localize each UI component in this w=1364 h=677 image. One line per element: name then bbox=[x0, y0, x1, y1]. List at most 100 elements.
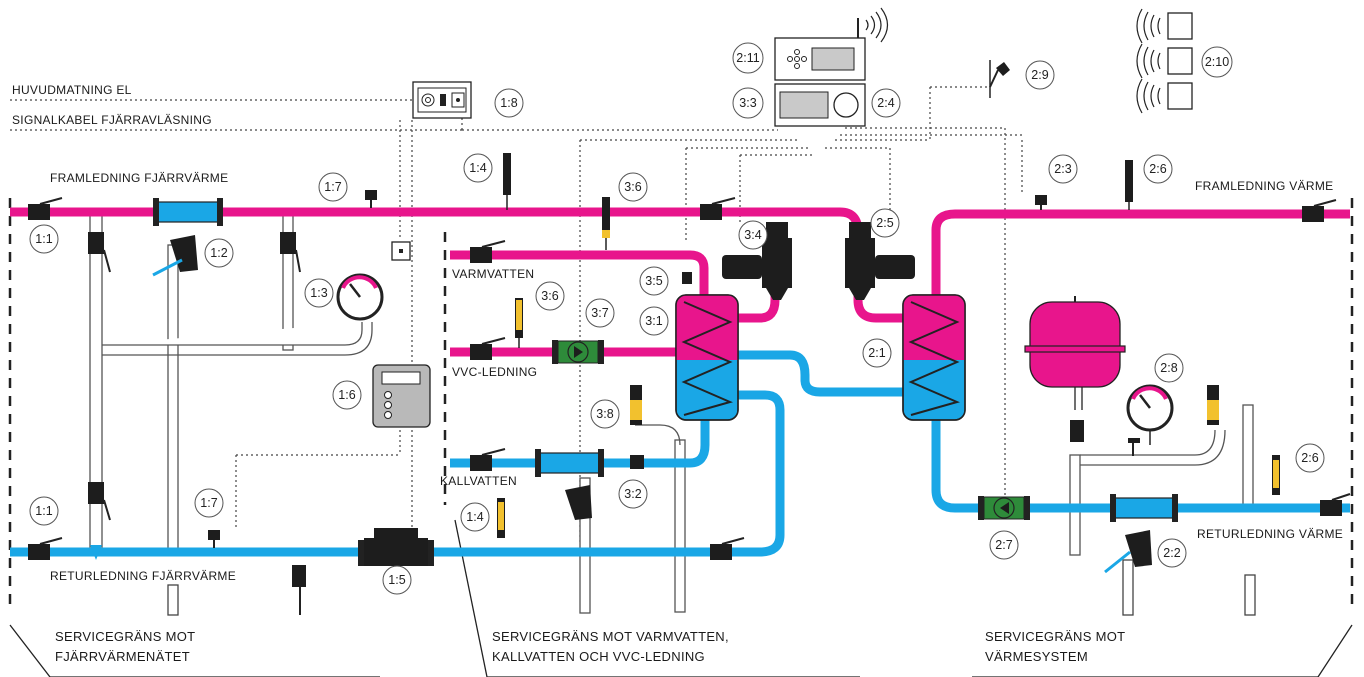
tag-1-1a: 1:1 bbox=[29, 224, 59, 254]
svg-text:1:6: 1:6 bbox=[338, 388, 355, 402]
strainer-3-2 bbox=[535, 449, 604, 520]
pump-3-7 bbox=[552, 340, 604, 364]
svg-text:1:2: 1:2 bbox=[210, 246, 227, 260]
label-framledning-varme: FRAMLEDNING VÄRME bbox=[1195, 179, 1333, 193]
svg-text:3:2: 3:2 bbox=[624, 487, 641, 501]
label-vvc: VVC-LEDNING bbox=[452, 365, 537, 379]
svg-text:1:4: 1:4 bbox=[466, 510, 483, 524]
tag-2-8: 2:8 bbox=[1154, 353, 1184, 383]
tag-2-10: 2:10 bbox=[1201, 46, 1233, 78]
text-labels: HUVUDMATNING EL SIGNALKABEL FJÄRRAVLÄSNI… bbox=[12, 83, 1343, 664]
label-framledning-fjarr: FRAMLEDNING FJÄRRVÄRME bbox=[50, 171, 228, 185]
pump-2-7 bbox=[978, 496, 1030, 520]
label-returledning-fjarr: RETURLEDNING FJÄRRVÄRME bbox=[50, 569, 236, 583]
svg-text:2:9: 2:9 bbox=[1031, 68, 1048, 82]
component-tags: 1:1 1:1 1:2 1:3 1:4 1:4 1:5 1:6 1:7 1:7 … bbox=[29, 42, 1325, 595]
tag-1-8: 1:8 bbox=[494, 88, 524, 118]
label-servicegrans-2b: KALLVATTEN OCH VVC-LEDNING bbox=[492, 649, 705, 664]
svg-text:2:6: 2:6 bbox=[1149, 162, 1166, 176]
tag-2-11: 2:11 bbox=[732, 42, 764, 74]
svg-text:3:4: 3:4 bbox=[744, 228, 761, 242]
strainer-2-2 bbox=[1104, 494, 1178, 574]
svg-text:1:5: 1:5 bbox=[388, 573, 405, 587]
tag-2-3: 2:3 bbox=[1048, 154, 1078, 184]
svg-text:1:1: 1:1 bbox=[35, 232, 52, 246]
junction-box bbox=[391, 241, 411, 261]
tag-3-2: 3:2 bbox=[618, 479, 648, 509]
svg-text:3:6: 3:6 bbox=[541, 289, 558, 303]
tag-1-4b: 1:4 bbox=[460, 502, 490, 532]
energy-meter-1-5 bbox=[358, 528, 434, 566]
label-servicegrans-3b: VÄRMESYSTEM bbox=[985, 649, 1088, 664]
tag-1-5: 1:5 bbox=[382, 565, 412, 595]
tag-2-4: 2:4 bbox=[871, 88, 901, 118]
tag-1-7a: 1:7 bbox=[318, 172, 348, 202]
signal-cables bbox=[10, 86, 1023, 545]
svg-text:1:3: 1:3 bbox=[310, 286, 327, 300]
tag-3-6a: 3:6 bbox=[618, 172, 648, 202]
tag-3-1: 3:1 bbox=[639, 306, 669, 336]
tag-3-6b: 3:6 bbox=[535, 281, 565, 311]
service-boundaries bbox=[8, 198, 1354, 677]
tag-3-4: 3:4 bbox=[738, 220, 768, 250]
svg-text:2:10: 2:10 bbox=[1205, 55, 1229, 69]
temperature-sensors bbox=[497, 153, 1280, 538]
tag-1-2: 1:2 bbox=[204, 238, 234, 268]
svg-text:3:1: 3:1 bbox=[645, 314, 662, 328]
svg-text:3:6: 3:6 bbox=[624, 180, 641, 194]
svg-text:2:4: 2:4 bbox=[877, 96, 894, 110]
tag-3-3: 3:3 bbox=[732, 87, 764, 119]
meter-controller-1-6 bbox=[372, 364, 431, 428]
svg-text:3:3: 3:3 bbox=[739, 96, 756, 110]
tag-2-9: 2:9 bbox=[1025, 60, 1055, 90]
svg-text:1:4: 1:4 bbox=[469, 161, 486, 175]
label-huvudmatning: HUVUDMATNING EL bbox=[12, 83, 132, 97]
control-valve-2-5 bbox=[845, 222, 915, 300]
tag-3-5: 3:5 bbox=[639, 266, 669, 296]
svg-text:2:6: 2:6 bbox=[1301, 451, 1318, 465]
tag-1-6: 1:6 bbox=[332, 380, 362, 410]
tag-2-1: 2:1 bbox=[862, 338, 892, 368]
shutoff-valves bbox=[28, 190, 1351, 615]
room-sensors-2-10 bbox=[1136, 8, 1193, 114]
svg-text:2:3: 2:3 bbox=[1054, 162, 1071, 176]
power-outlet-1-8 bbox=[412, 81, 472, 119]
tag-3-7: 3:7 bbox=[585, 298, 615, 328]
outdoor-sensor-2-9 bbox=[989, 60, 1010, 98]
tag-2-6a: 2:6 bbox=[1143, 154, 1173, 184]
svg-text:3:8: 3:8 bbox=[596, 407, 613, 421]
label-servicegrans-1a: SERVICEGRÄNS MOT bbox=[55, 629, 195, 644]
expansion-vessel bbox=[1024, 296, 1126, 410]
pressure-gauge-2-8 bbox=[1126, 384, 1174, 445]
svg-text:3:7: 3:7 bbox=[591, 306, 608, 320]
control-valve-3-4 bbox=[722, 222, 792, 300]
heat-exchanger-vv bbox=[675, 294, 739, 421]
svg-text:1:7: 1:7 bbox=[200, 496, 217, 510]
branch-pipes bbox=[89, 209, 1256, 616]
strainer-1-2 bbox=[152, 198, 223, 277]
tag-1-3: 1:3 bbox=[304, 278, 334, 308]
label-varmvatten: VARMVATTEN bbox=[452, 267, 534, 281]
svg-text:2:2: 2:2 bbox=[1163, 546, 1180, 560]
tag-2-7: 2:7 bbox=[989, 530, 1019, 560]
svg-text:2:7: 2:7 bbox=[995, 538, 1012, 552]
svg-text:1:1: 1:1 bbox=[35, 504, 52, 518]
tag-2-6b: 2:6 bbox=[1295, 443, 1325, 473]
svg-text:1:7: 1:7 bbox=[324, 180, 341, 194]
tag-1-4a: 1:4 bbox=[463, 153, 493, 183]
control-unit bbox=[774, 7, 889, 127]
svg-text:1:8: 1:8 bbox=[500, 96, 517, 110]
svg-text:3:5: 3:5 bbox=[645, 274, 662, 288]
label-signalkabel: SIGNALKABEL FJÄRRAVLÄSNING bbox=[12, 113, 212, 127]
tag-2-2: 2:2 bbox=[1157, 538, 1187, 568]
pressure-gauge-1-3 bbox=[336, 273, 384, 321]
svg-text:2:5: 2:5 bbox=[876, 216, 893, 230]
label-servicegrans-1b: FJÄRRVÄRMENÄTET bbox=[55, 649, 190, 664]
label-returledning-varme: RETURLEDNING VÄRME bbox=[1197, 527, 1343, 541]
svg-text:2:8: 2:8 bbox=[1160, 361, 1177, 375]
label-kallvatten: KALLVATTEN bbox=[440, 474, 517, 488]
heat-exchanger-heating bbox=[902, 294, 966, 421]
tag-1-7b: 1:7 bbox=[194, 488, 224, 518]
tag-3-8: 3:8 bbox=[590, 399, 620, 429]
